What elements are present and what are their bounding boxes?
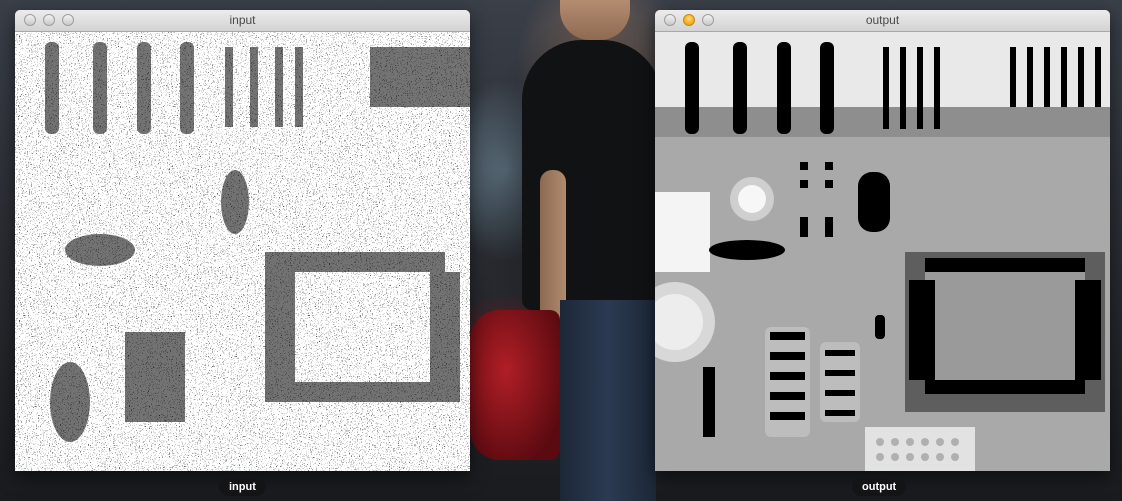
dock-label-output[interactable]: output bbox=[852, 478, 907, 496]
minimize-button[interactable] bbox=[683, 14, 695, 26]
wallpaper-person-jeans bbox=[560, 300, 656, 501]
output-window-title: output bbox=[865, 13, 900, 27]
output-window[interactable]: output bbox=[655, 10, 1110, 471]
output-window-titlebar[interactable]: output bbox=[655, 10, 1110, 32]
input-window-titlebar[interactable]: input bbox=[15, 10, 470, 32]
wallpaper-red-car bbox=[470, 310, 560, 460]
close-button[interactable] bbox=[664, 14, 676, 26]
zoom-button[interactable] bbox=[62, 14, 74, 26]
wallpaper-person-head bbox=[560, 0, 630, 40]
output-filtered-image bbox=[655, 32, 1110, 471]
zoom-button[interactable] bbox=[702, 14, 714, 26]
minimize-button[interactable] bbox=[43, 14, 55, 26]
close-button[interactable] bbox=[24, 14, 36, 26]
input-window[interactable]: input bbox=[15, 10, 470, 471]
input-window-title: input bbox=[229, 13, 256, 27]
input-noisy-image bbox=[15, 32, 470, 471]
dock-label-input[interactable]: input bbox=[219, 478, 266, 496]
